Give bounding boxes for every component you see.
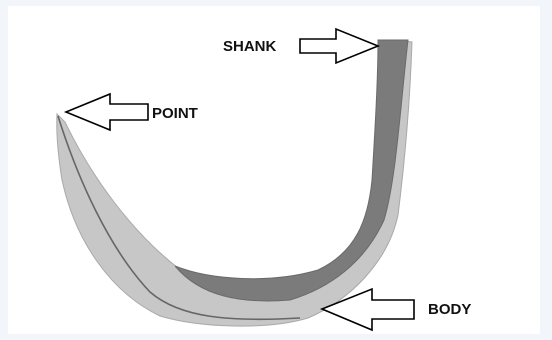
body-label: BODY	[428, 301, 471, 318]
body-arrow-icon	[319, 287, 415, 332]
point-arrow-icon	[63, 92, 149, 132]
hook-inner-line	[57, 115, 301, 321]
point-label: POINT	[152, 105, 198, 122]
shank-arrow-icon	[299, 27, 381, 65]
shank-label: SHANK	[223, 38, 277, 55]
hook-inner-shape	[174, 39, 409, 302]
